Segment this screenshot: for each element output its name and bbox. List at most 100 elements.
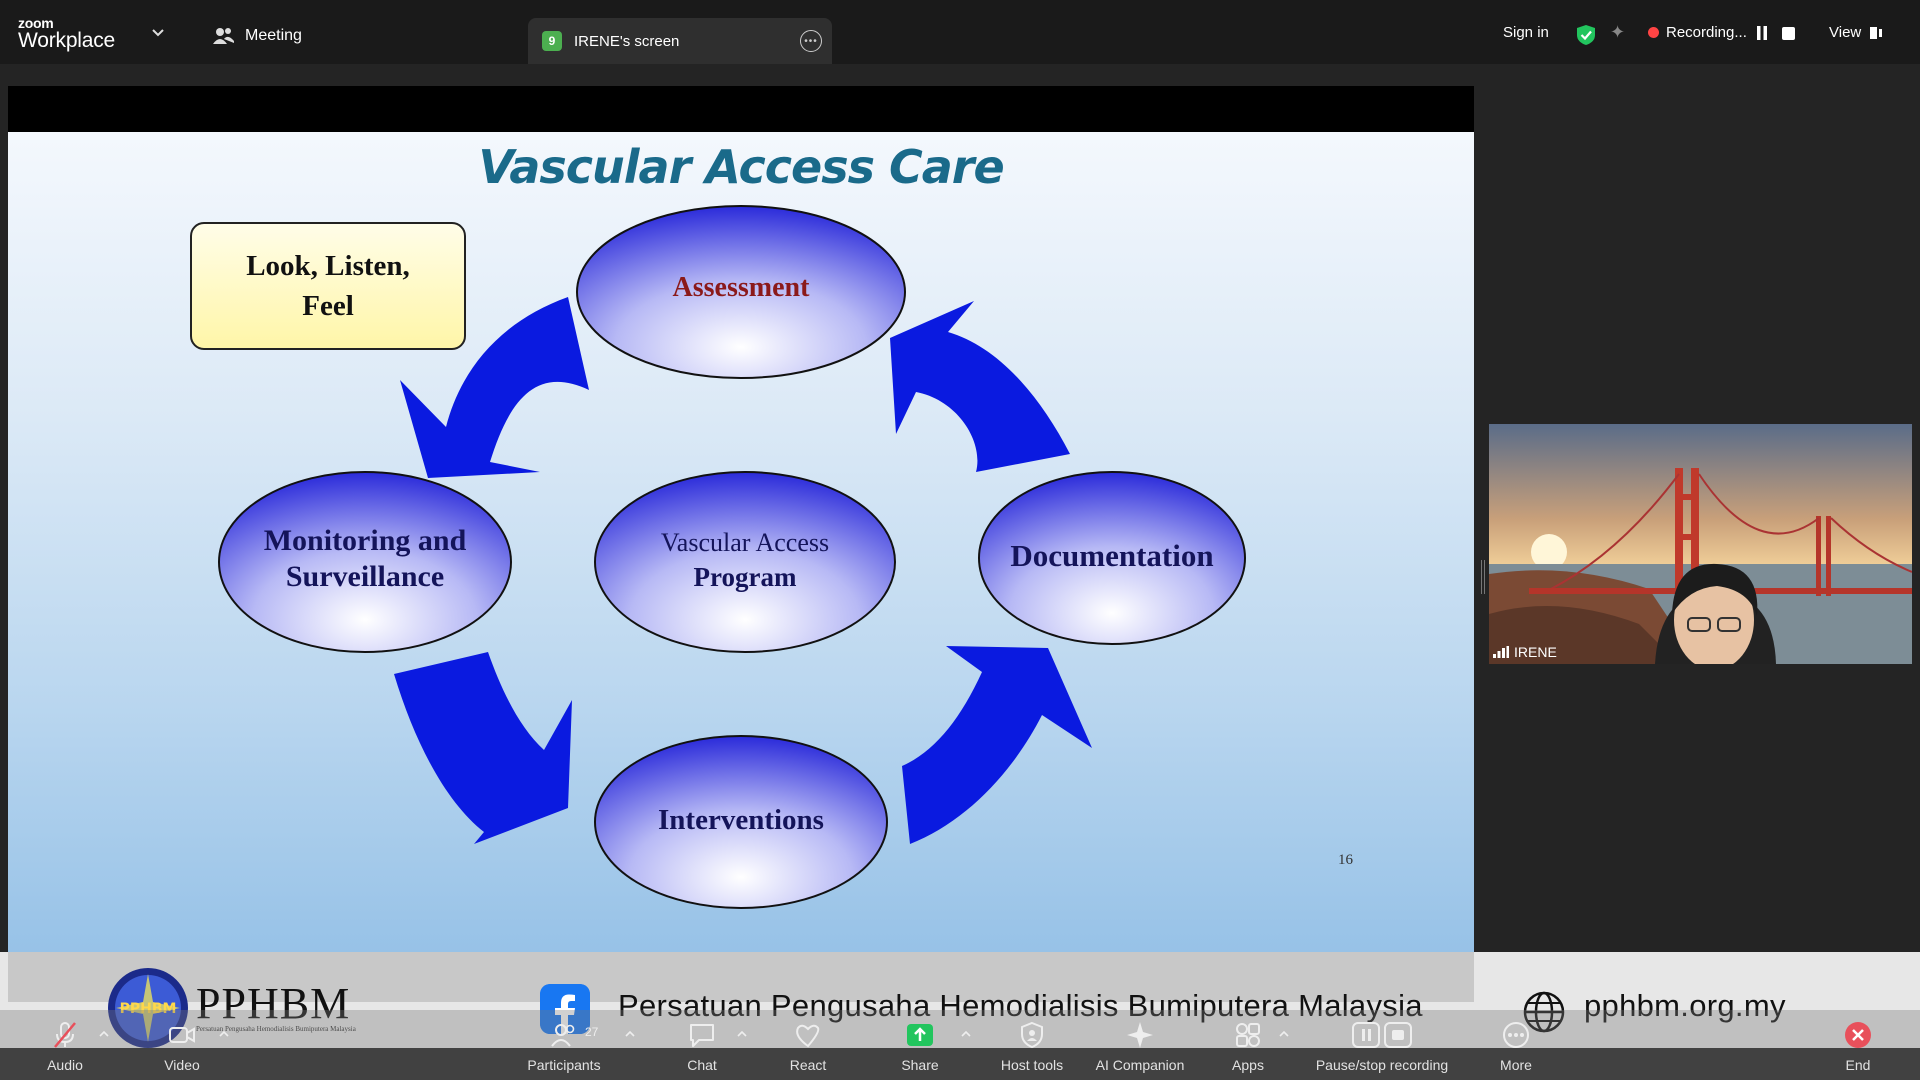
stop-icon[interactable] [1782,27,1795,40]
more-dots-icon [1503,1022,1529,1048]
pause-icon[interactable] [1756,26,1768,40]
pphbm-logo-text: PPHBM [196,979,351,1028]
assessment-label: Assessment [672,272,810,303]
slide-page-number: 16 [1338,852,1353,868]
more-button[interactable]: More [1456,1020,1576,1073]
more-options-icon[interactable]: ••• [800,30,822,52]
zoom-workplace-logo: zoom Workplace [18,16,115,52]
slide-title: Vascular Access Care [478,140,1004,194]
audio-options-caret-icon[interactable] [98,1028,110,1040]
participant-name-tag: IRENE [1493,644,1557,660]
recording-label: Recording... [1666,24,1747,41]
pphbm-emblem: PPHBM [108,968,188,1048]
participants-icon [551,1024,575,1047]
node-center-program [594,471,896,653]
video-camera-icon [169,1027,195,1043]
center-label-line2: Program [693,562,797,592]
chat-options-caret-icon[interactable] [736,1028,748,1040]
pphbm-logo-subtext: Persatuan Pengusaha Hemodialisis Bumiput… [196,1025,356,1033]
host-tools-button[interactable]: Host tools [972,1020,1092,1073]
banner-strip [8,952,1474,1002]
pause-stop-recording-icon [1352,1022,1412,1048]
share-options-caret-icon[interactable] [960,1028,972,1040]
meeting-toolbar [0,1010,1920,1080]
ai-companion-button[interactable]: AI Companion [1080,1020,1200,1073]
view-layout-icon [1870,26,1883,39]
look-listen-feel-box: Look, Listen, Feel [190,222,466,350]
signal-strength-icon [1493,646,1509,658]
node-assessment [576,205,906,379]
monitoring-label-line1: Monitoring and [263,524,467,557]
participant-video-tile[interactable]: IRENE [1489,424,1912,664]
apps-label: Apps [1232,1057,1264,1073]
shared-slide: Vascular Access Care Look, Listen, Feel … [8,132,1474,952]
heart-icon [796,1024,820,1048]
participants-label: Participants [527,1057,601,1073]
video-button[interactable]: Video [122,1020,242,1073]
more-label: More [1500,1057,1532,1073]
participants-count: 27 [585,1025,599,1039]
end-close-icon [1845,1022,1871,1048]
sparkle-icon[interactable]: ✦ [1610,22,1626,42]
node-monitoring [218,471,512,653]
share-button[interactable]: Share [860,1020,980,1073]
apps-button[interactable]: Apps [1188,1020,1308,1073]
share-label: Share [901,1057,939,1073]
organization-name: Persatuan Pengusaha Hemodialisis Bumiput… [618,988,1423,1023]
participant-name: IRENE [1514,644,1557,660]
meeting-menu[interactable]: Meeting [213,26,302,46]
node-documentation [978,471,1246,645]
recording-indicator[interactable]: Recording... [1648,24,1747,41]
participants-button[interactable]: Participants [504,1020,624,1073]
host-tools-label: Host tools [1000,1057,1064,1073]
tab-badge: 9 [542,31,562,51]
video-label: Video [164,1057,200,1073]
host-tools-shield-icon [1021,1021,1043,1049]
virtual-background-golden-gate-image [1489,424,1912,664]
pause-stop-label: Pause/stop recording [1315,1057,1449,1073]
pause-stop-recording-button[interactable]: Pause/stop recording [1316,1020,1448,1073]
apps-options-caret-icon[interactable] [1278,1028,1290,1040]
apps-icon [1236,1023,1260,1047]
people-icon [213,28,234,44]
chevron-down-icon[interactable] [150,26,166,40]
center-label-line1: Vascular Access [660,528,830,557]
arrow-monitoring-to-interventions [394,652,572,844]
arrow-interventions-to-documentation [902,646,1092,844]
shield-check-icon[interactable] [1576,24,1596,46]
care-cycle-diagram [218,205,1246,909]
website-url: pphbm.org.my [1584,988,1786,1023]
recording-dot-icon [1648,27,1659,38]
audio-label: Audio [47,1057,83,1073]
view-menu[interactable]: View [1829,24,1883,41]
react-label: React [789,1057,827,1073]
monitoring-label-line2: Surveillance [285,560,445,593]
pphbm-emblem-text: PPHBM [120,1001,177,1017]
tab-irene-screen[interactable]: 9 IRENE's screen ••• [528,18,832,64]
chat-button[interactable]: Chat [642,1020,762,1073]
documentation-label: Documentation [1010,538,1214,573]
ai-companion-label: AI Companion [1095,1057,1185,1073]
video-options-caret-icon[interactable] [218,1028,230,1040]
react-button[interactable]: React [748,1020,868,1073]
top-bar: zoom Workplace Meeting 9 IRENE's screen … [0,0,1920,64]
audio-button[interactable]: Audio [5,1020,125,1073]
pphbm-logo: PPHBM [106,966,190,1055]
tab-title: IRENE's screen [574,32,680,50]
brand-zoom: zoom [18,15,54,31]
facebook-icon [540,984,590,1034]
arrow-assessment-to-monitoring [400,297,589,478]
globe-icon [1523,991,1565,1033]
chat-bubble-icon [690,1024,714,1047]
share-screen-icon [907,1024,933,1046]
end-button[interactable]: End [1798,1020,1918,1073]
panel-resize-handle[interactable] [1481,560,1485,594]
end-label: End [1845,1057,1871,1073]
arrow-documentation-to-assessment [890,301,1070,472]
microphone-muted-icon [54,1022,76,1048]
participants-options-caret-icon[interactable] [624,1028,636,1040]
brand-workplace: Workplace [18,29,116,52]
sign-in-button[interactable]: Sign in [1503,24,1549,41]
view-label: View [1829,24,1862,41]
meeting-label: Meeting [245,27,302,44]
